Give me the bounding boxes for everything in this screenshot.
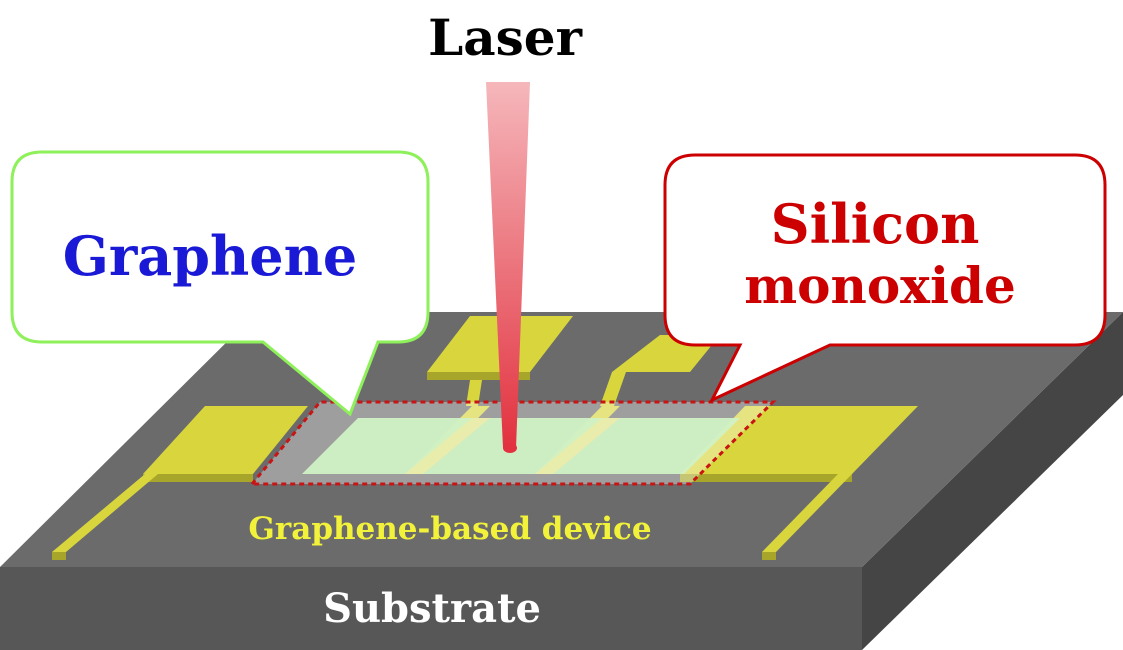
- laser-label: Laser: [428, 8, 583, 67]
- electrode-right-pad: [680, 406, 918, 474]
- substrate-front-face: [0, 567, 862, 650]
- graphene-callout: [10, 150, 430, 417]
- silicon-callout: [663, 153, 1107, 404]
- laser-spot: [503, 443, 517, 453]
- graphene-label: Graphene: [63, 224, 358, 288]
- substrate-side-face: [862, 312, 1123, 650]
- electrode-right-lead: [762, 474, 852, 552]
- device-label: Graphene-based device: [248, 511, 651, 547]
- substrate-label: Substrate: [323, 585, 541, 632]
- electrode-left-lead: [52, 474, 158, 552]
- silicon-label-line1: Silicon: [771, 192, 980, 256]
- laser-beam: [486, 82, 530, 448]
- electrode-left-pad: [143, 406, 308, 474]
- graphene-film: [302, 418, 740, 474]
- silicon-label-line2: monoxide: [744, 256, 1016, 315]
